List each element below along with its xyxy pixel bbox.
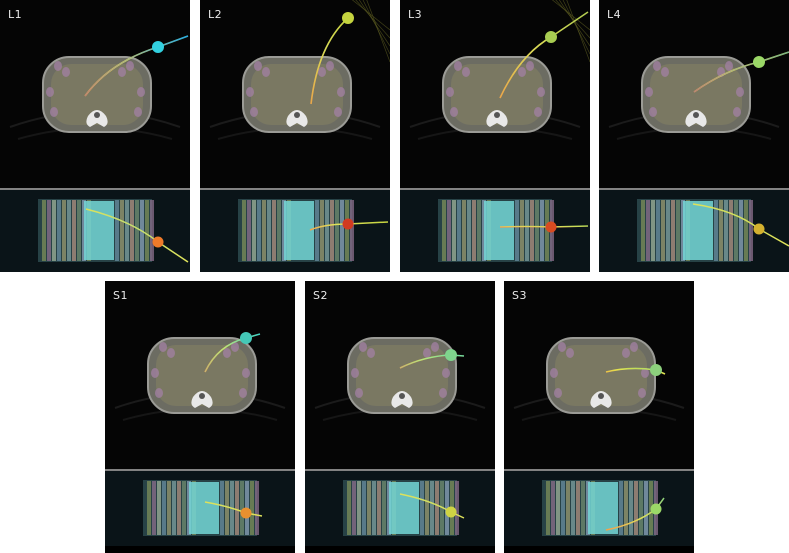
- panel-l2: L2: [200, 0, 390, 272]
- panel-label: S1: [113, 289, 128, 302]
- tip-marker: [152, 236, 164, 248]
- tip-marker: [545, 31, 557, 43]
- axial-view: [305, 281, 495, 470]
- ct-image: [105, 281, 295, 546]
- panel-label: S3: [512, 289, 527, 302]
- panel-s2: S2: [305, 281, 495, 553]
- tip-marker: [445, 506, 457, 518]
- axial-view: [504, 281, 694, 470]
- ct-image: [200, 0, 390, 272]
- panel-l4: L4: [599, 0, 789, 272]
- panel-label: L2: [208, 8, 223, 21]
- ct-image: [504, 281, 694, 546]
- tip-marker: [152, 41, 164, 53]
- coronal-view: [200, 190, 390, 272]
- axial-view: [0, 0, 190, 189]
- axial-view: [105, 281, 295, 470]
- panel-label: L1: [8, 8, 23, 21]
- tip-marker: [445, 349, 457, 361]
- coronal-view: [599, 190, 789, 272]
- tip-marker: [342, 218, 354, 230]
- tip-marker: [240, 507, 252, 519]
- coronal-view: [0, 190, 190, 272]
- ct-image: [0, 0, 190, 272]
- coronal-view: [400, 190, 590, 272]
- tip-marker: [753, 56, 765, 68]
- panel-l3: L3: [400, 0, 590, 272]
- panel-s3: S3: [504, 281, 694, 553]
- axial-view: [200, 0, 390, 189]
- tip-marker: [650, 364, 662, 376]
- tip-marker: [545, 221, 557, 233]
- panel-l1: L1: [0, 0, 190, 272]
- ct-image: [305, 281, 495, 546]
- panel-label: L3: [408, 8, 423, 21]
- tip-marker: [650, 503, 662, 515]
- coronal-view: [504, 471, 694, 546]
- tip-marker: [342, 12, 354, 24]
- axial-view: [400, 0, 590, 189]
- panel-label: S2: [313, 289, 328, 302]
- tip-marker: [753, 223, 765, 235]
- ct-image: [599, 0, 789, 272]
- axial-view: [599, 0, 789, 189]
- ct-image: [400, 0, 590, 272]
- tip-marker: [240, 332, 252, 344]
- coronal-view: [305, 471, 495, 546]
- panel-label: L4: [607, 8, 622, 21]
- panel-s1: S1: [105, 281, 295, 553]
- coronal-view: [105, 471, 295, 546]
